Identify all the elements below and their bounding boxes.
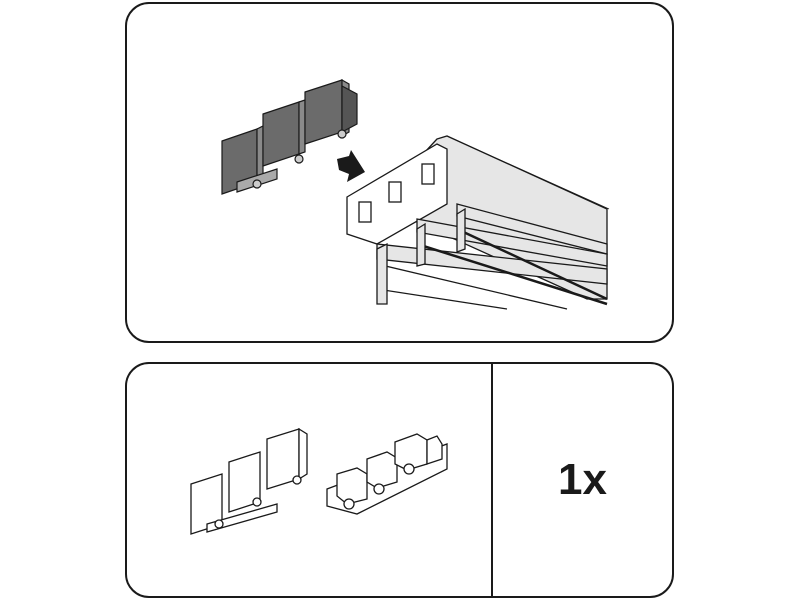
parts-panel: 1x (125, 362, 674, 598)
quantity-label: 1x (558, 455, 607, 504)
arrow-icon (337, 150, 365, 182)
step-illustration-panel (125, 2, 674, 343)
parts-illustration (190, 427, 448, 535)
glider-part-front (190, 427, 308, 535)
glider-part-dark (221, 78, 358, 195)
glider-part-back (326, 433, 448, 515)
panel-divider (491, 364, 493, 596)
assembly-illustration (221, 78, 610, 310)
rail-profile (346, 135, 610, 310)
